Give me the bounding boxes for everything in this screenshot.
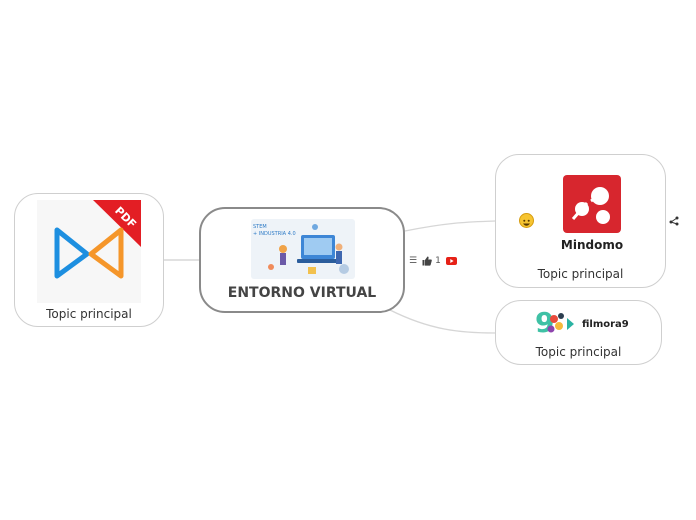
topic-label: Topic principal bbox=[46, 307, 132, 321]
topic-node-pdf[interactable]: PDF Topic principal bbox=[14, 193, 164, 327]
smiley-emoji-icon bbox=[519, 213, 534, 228]
industry-illustration-image: STEM + INDUSTRIA 4.0 bbox=[251, 219, 355, 279]
svg-text:filmora9: filmora9 bbox=[582, 319, 629, 330]
svg-text:Mindomo: Mindomo bbox=[561, 238, 623, 252]
topic-label: Topic principal bbox=[537, 267, 624, 281]
like-count: 1 bbox=[435, 256, 441, 266]
topic-node-mindomo[interactable]: Mindomo Topic principal bbox=[495, 154, 666, 288]
topic-node-filmora[interactable]: 9 filmora9 Topic principal bbox=[495, 300, 662, 365]
svg-text:STEM: STEM bbox=[253, 224, 267, 230]
svg-text:9: 9 bbox=[535, 307, 554, 339]
menu-icon[interactable]: ☰ bbox=[409, 256, 418, 266]
central-topic-node[interactable]: STEM + INDUSTRIA 4.0 ENTORNO VIRTUAL bbox=[199, 207, 405, 313]
svg-text:+ INDUSTRIA 4.0: + INDUSTRIA 4.0 bbox=[253, 231, 296, 237]
mindomo-logo-image: Mindomo bbox=[561, 175, 623, 252]
central-topic-label: ENTORNO VIRTUAL bbox=[227, 285, 377, 301]
like-counter[interactable]: 1 bbox=[422, 256, 441, 266]
topic-label: Topic principal bbox=[535, 345, 622, 359]
collapse-branch-icon[interactable] bbox=[668, 215, 680, 227]
xodo-pdf-logo-image: PDF bbox=[37, 200, 141, 303]
youtube-icon[interactable] bbox=[445, 257, 457, 265]
topic-meta-bar: ☰ 1 bbox=[409, 254, 457, 268]
thumbs-up-icon bbox=[422, 256, 432, 266]
filmora9-logo-image: 9 filmora9 bbox=[535, 307, 629, 339]
